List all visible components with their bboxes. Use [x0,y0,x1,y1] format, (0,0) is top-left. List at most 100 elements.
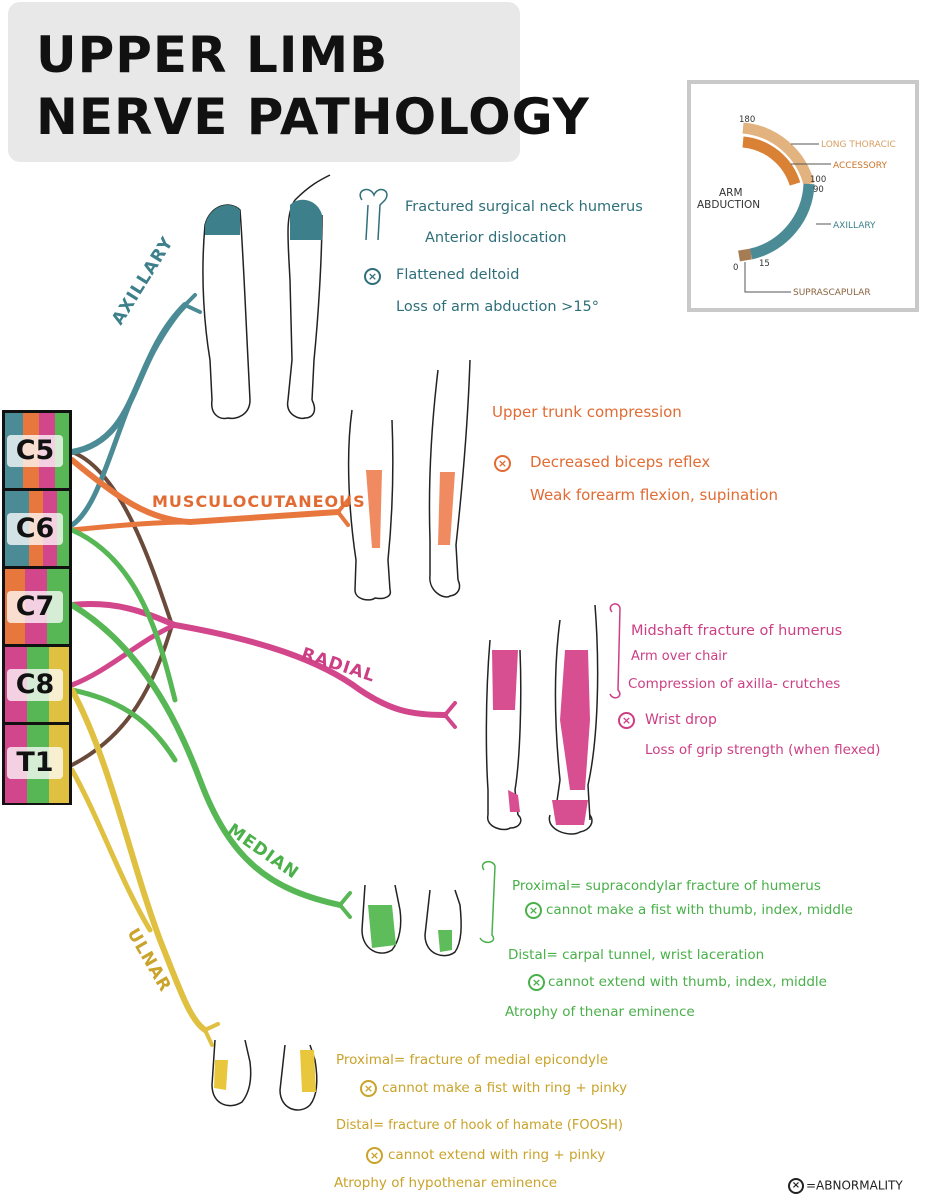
abduction-arcs: 180 100 90 15 0 ARM ABDUCTION LONG THORA… [697,115,896,298]
page-title: UPPER LIMB NERVE PATHOLOGY [36,24,590,148]
abnormality-icon: × [360,1080,377,1097]
ulnar-hand-right-shade [300,1050,316,1092]
long-thoracic-arc [742,122,815,186]
median-note-3: Distal= carpal tunnel, wrist laceration [508,947,765,963]
radial-shade-right [560,650,590,790]
median-hands-illustration [361,884,462,957]
tick-0: 0 [733,263,738,273]
root-label-c5: C5 [7,435,63,467]
ulnar-note-2: cannot make a fist with ring + pinky [382,1080,628,1096]
axillary-note-3: Flattened deltoid [396,267,520,283]
median-bone-icon [479,860,496,944]
tick-180: 180 [739,115,755,125]
axillary-note-1: Fractured surgical neck humerus [405,199,643,215]
spinal-root-table: C5 C6 C7 C8 T1 [2,410,72,805]
ulnar-note-4: cannot extend with ring + pinky [388,1147,606,1163]
median-note-4: cannot extend with thumb, index, middle [548,974,827,990]
ulnar-note-5: Atrophy of hypothenar eminence [334,1175,558,1191]
suprascapular-label: SUPRASCAPULAR [793,288,871,298]
legend-text: =ABNORMALITY [806,1178,903,1193]
arm-abduction-inset: 180 100 90 15 0 ARM ABDUCTION LONG THORA… [687,80,919,312]
ulnar-nerve-fork [203,1022,220,1047]
median-hand-left [361,884,402,954]
root-c7: C7 [5,569,69,647]
median-note-2: cannot make a fist with thumb, index, mi… [546,902,853,918]
mc-hand-right [429,574,461,598]
tick-15: 15 [759,259,770,269]
root-t1: T1 [5,725,69,803]
axillary-abduction-label: AXILLARY [833,221,876,231]
radial-hand-right [548,814,593,835]
axillary-nerve-path-c6 [69,302,188,528]
radial-note-4: Wrist drop [645,712,717,728]
bone-icons [359,188,621,944]
radial-hand-shade-right [552,800,588,825]
median-hand-right [424,889,462,957]
accessory-arc [742,136,801,186]
ulnar-hand-left-shade [214,1060,228,1090]
abnormality-icon: × [364,268,381,285]
musculocutaneous-nerve-fork [336,498,350,527]
radial-wrist-shade-left [508,790,520,812]
radial-arm-left [485,639,522,816]
axillary-note-2: Anterior dislocation [425,230,567,246]
radial-shade-left [492,650,518,710]
abnormality-icon: × [366,1147,383,1164]
radial-nerve-fork [443,701,457,729]
median-note-1: Proximal= supracondylar fracture of hume… [512,878,821,894]
mc-note-1: Upper trunk compression [492,403,682,421]
radial-arms-illustration [485,604,599,835]
suprascapular-arc [738,248,752,262]
mc-hand-left [354,589,392,601]
ulnar-hand-right [279,1044,318,1111]
root-label-t1: T1 [7,747,63,779]
abnormality-legend: ×=ABNORMALITY [788,1178,903,1194]
musculocutaneous-nerve-path [69,457,341,526]
title-line-1: UPPER LIMB [36,26,389,84]
axillary-arc [749,183,815,260]
mc-note-2: Decreased biceps reflex [530,453,711,471]
tick-100: 100 [810,175,826,185]
ulnar-nerve-path [69,687,208,1033]
suprascapular-leader [744,262,791,293]
radial-hand-left [487,814,522,831]
radial-bone-icon [609,603,621,699]
ulnar-hand-left [211,1039,252,1107]
axillary-note-4: Loss of arm abduction >15° [396,299,600,315]
radial-arm-right [554,604,599,821]
radial-note-5: Loss of grip strength (when flexed) [645,742,881,758]
radial-note-2: Arm over chair [631,649,728,664]
abduction-label-line1: ARM [719,187,743,199]
root-label-c8: C8 [7,669,63,701]
median-hand-right-shade [438,930,452,952]
radial-nerve-path-c8 [69,622,178,688]
median-nerve-fork [338,891,352,919]
ulnar-note-1: Proximal= fracture of medial epicondyle [336,1052,609,1068]
axillary-nerve-fork [183,293,202,314]
abnormality-icon: × [788,1178,804,1194]
abnormality-icon: × [618,712,635,729]
median-note-5: Atrophy of thenar eminence [505,1004,695,1020]
musculocutaneous-arms-illustration [347,359,471,601]
mc-arm-right [428,359,471,581]
tick-90: 90 [813,185,824,195]
axillary-deltoid-front [205,205,240,235]
musculocutaneous-nerve-path-c6 [69,519,193,533]
abnormality-icon: × [525,902,542,919]
root-c6: C6 [5,491,69,569]
root-c5: C5 [5,413,69,491]
mc-arm-left [347,409,394,591]
radial-nerve-path [69,601,448,718]
mc-forearm-right [438,472,455,545]
mc-forearm-left [366,470,382,548]
median-nerve-path [69,602,343,908]
abnormality-icon: × [494,455,511,472]
root-label-c7: C7 [7,591,63,623]
ulnar-hands-illustration [211,1039,318,1111]
title-line-2: NERVE PATHOLOGY [36,88,590,146]
ulnar-note-3: Distal= fracture of hook of hamate (FOOS… [336,1118,623,1133]
median-nerve-path-c6 [69,527,178,703]
ulnar-nerve-path-t1 [69,767,153,933]
median-nerve-path-c8 [69,687,178,763]
